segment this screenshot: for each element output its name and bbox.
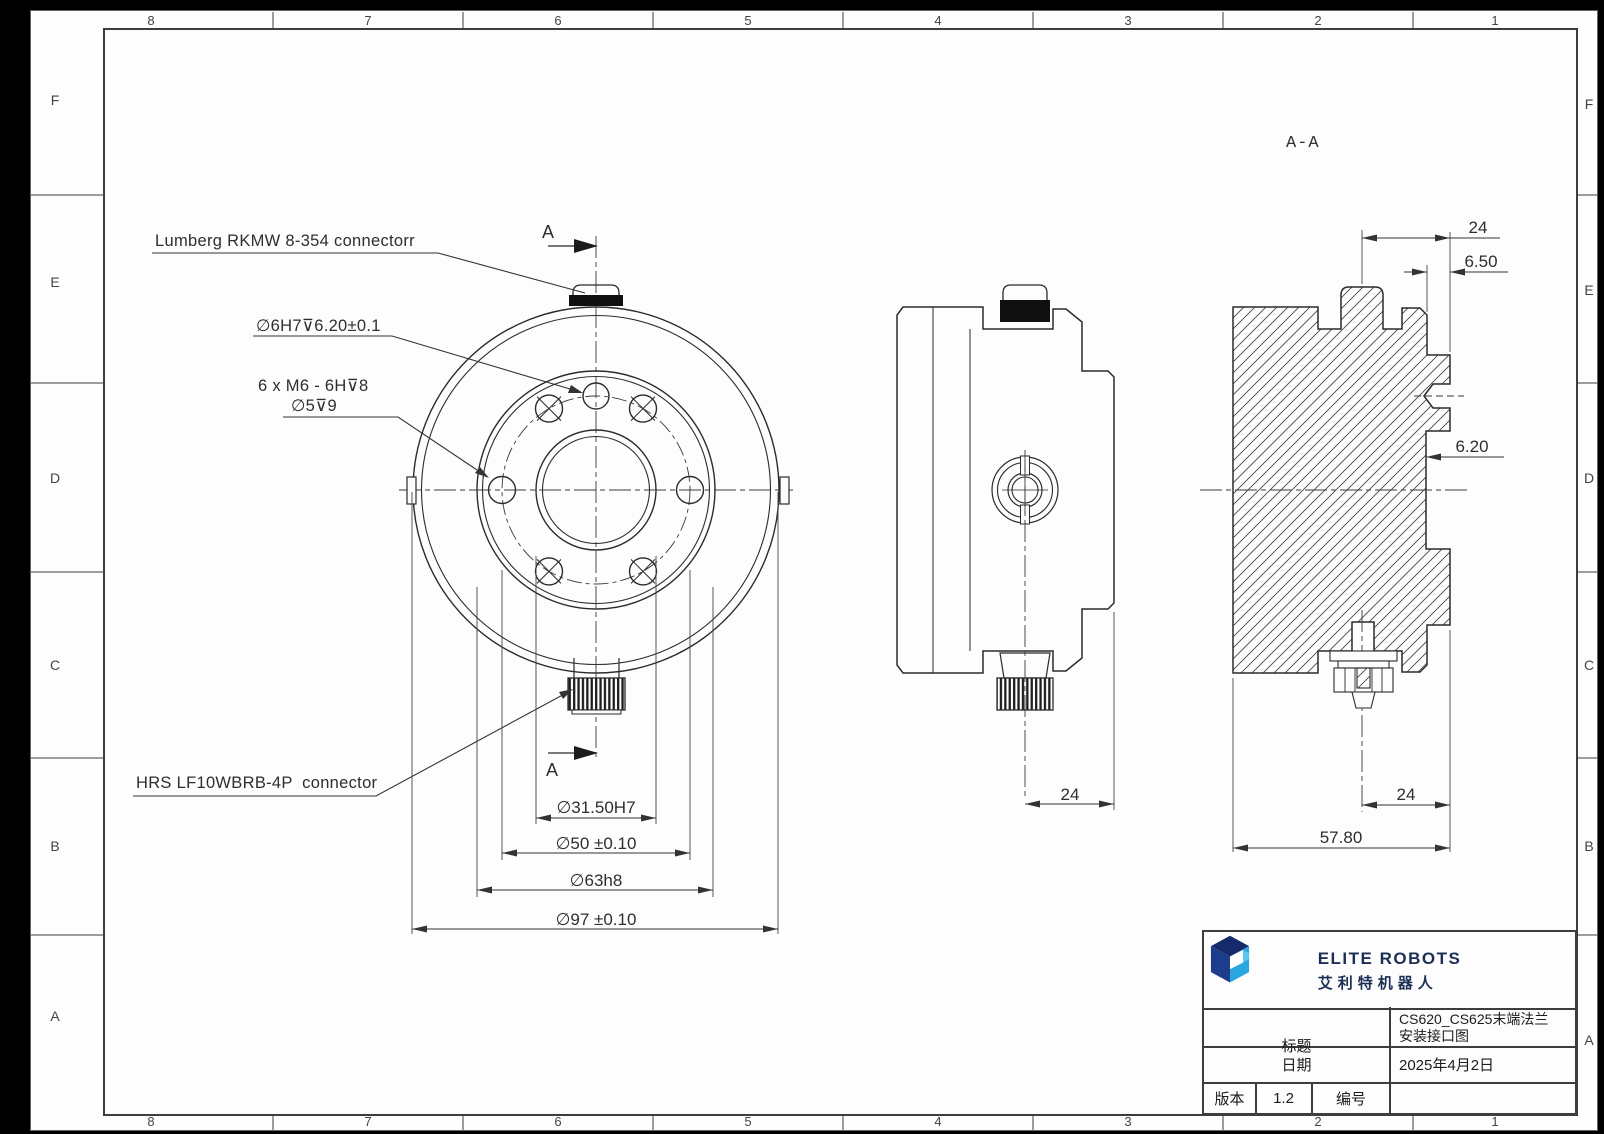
row-left-d: D — [49, 470, 61, 486]
front-extension-lines — [411, 492, 779, 934]
number-value-cell — [1391, 1083, 1579, 1113]
zone-top-4: 4 — [934, 13, 942, 28]
tb-vertical-divider — [1389, 1007, 1391, 1115]
zone-top-3: 3 — [1124, 13, 1132, 28]
dim-section-flange: 6.50 — [1464, 252, 1498, 271]
dim-section-recess: 6.20 — [1455, 437, 1489, 456]
zone-bottom-8: 8 — [147, 1114, 155, 1129]
dim-bore: ∅31.50H7 — [556, 798, 636, 817]
title-value-line1: CS620_CS625末端法兰 — [1399, 1010, 1549, 1027]
front-view — [133, 236, 793, 934]
dim-outer: ∅97 ±0.10 — [555, 910, 637, 929]
zone-bottom-1: 1 — [1491, 1114, 1499, 1129]
zone-top-8: 8 — [147, 13, 155, 28]
date-value-cell: 2025年4月2日 — [1399, 1057, 1495, 1074]
cut-marker-top: A — [542, 222, 555, 242]
number-label-cell: 编号 — [1335, 1090, 1366, 1108]
annotation-hrs-connector: HRS LF10WBRB-4P connector — [136, 774, 378, 792]
elite-robots-logo-icon — [1210, 935, 1250, 983]
zone-top-6: 6 — [554, 13, 562, 28]
brand-row: ELITE ROBOTS 艾利特机器人 — [1204, 932, 1575, 1009]
version-value-cell: 1.2 — [1273, 1089, 1294, 1107]
zone-top-7: 7 — [364, 13, 372, 28]
title-value-cell: CS620_CS625末端法兰 安装接口图 — [1391, 1009, 1579, 1046]
border-frame — [31, 12, 1597, 1130]
zone-bottom-5: 5 — [744, 1114, 752, 1129]
row-right-f: F — [1584, 96, 1594, 112]
section-bottom-connector — [1329, 650, 1398, 709]
dowel-hole — [582, 382, 610, 410]
dim-side-depth: 24 — [1060, 785, 1080, 804]
row-left-c: C — [49, 657, 61, 673]
annotation-m6-pilot: ∅5⊽9 — [291, 397, 338, 415]
brand-text: ELITE ROBOTS 艾利特机器人 — [1318, 949, 1462, 993]
row-right-e: E — [1584, 282, 1594, 298]
tb-divider — [1255, 1082, 1257, 1113]
cut-marker-bottom: A — [546, 760, 559, 780]
annotation-m6-holes: 6 x M6 - 6H⊽8 — [258, 377, 369, 395]
zone-bottom-3: 3 — [1124, 1114, 1132, 1129]
section-label: A-A — [1286, 134, 1320, 153]
date-label-cell: 日期 — [1281, 1057, 1312, 1074]
row-left-f: F — [50, 92, 60, 108]
row-right-b: B — [1584, 838, 1594, 854]
zone-top-2: 2 — [1314, 13, 1322, 28]
zone-bottom-2: 2 — [1314, 1114, 1322, 1129]
brand-name-en: ELITE ROBOTS — [1317, 948, 1462, 968]
row-left-b: B — [50, 838, 60, 854]
zone-top-1: 1 — [1491, 13, 1499, 28]
section-view — [1200, 230, 1508, 852]
hrs-connector — [567, 658, 626, 715]
dim-section-bottom: 24 — [1396, 785, 1416, 804]
brand-name-cn: 艾利特机器人 — [1317, 974, 1438, 992]
title-value-line2: 安装接口图 — [1399, 1027, 1469, 1044]
leader-lines — [133, 252, 586, 797]
row-right-a: A — [1584, 1032, 1594, 1048]
front-dimension-lines — [412, 814, 778, 933]
dim-section-total: 57.80 — [1319, 828, 1363, 847]
dim-section-top: 24 — [1468, 218, 1488, 237]
dim-boss: ∅63h8 — [569, 871, 623, 890]
zone-bottom-4: 4 — [934, 1114, 942, 1129]
tb-divider — [1311, 1082, 1313, 1113]
annotation-lumberg-connector: Lumberg RKMW 8-354 connectorr — [155, 232, 415, 250]
zone-bottom-7: 7 — [364, 1114, 372, 1129]
title-label-cell: 标题 — [1281, 1038, 1312, 1055]
row-left-e: E — [50, 274, 60, 290]
annotation-dowel-hole: ∅6H7⊽6.20±0.1 — [256, 317, 381, 335]
dim-bolt-circle: ∅50 ±0.10 — [555, 834, 637, 853]
row-right-d: D — [1583, 470, 1595, 486]
zone-bottom-6: 6 — [554, 1114, 562, 1129]
row-right-c: C — [1583, 657, 1595, 673]
section-cut-arrows — [548, 239, 598, 760]
row-left-a: A — [50, 1008, 60, 1024]
zone-top-5: 5 — [744, 13, 752, 28]
m6-threaded-holes — [487, 394, 705, 586]
version-label-cell: 版本 — [1214, 1090, 1245, 1108]
side-view — [896, 284, 1115, 810]
